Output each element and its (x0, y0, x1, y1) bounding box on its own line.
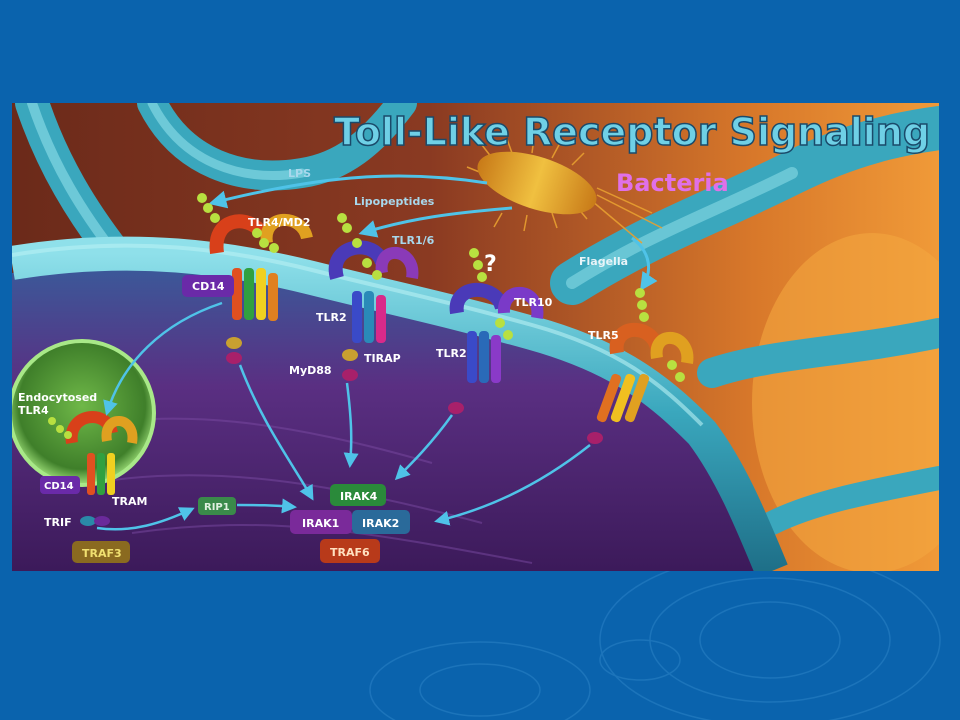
bacterium (466, 137, 663, 244)
label-traf3: TRAF3 (82, 547, 122, 560)
label-cd14-endo: CD14 (44, 481, 74, 492)
label-rip1: RIP1 (204, 502, 230, 513)
traf6-box (320, 539, 380, 563)
label-tlr5: TLR5 (588, 329, 619, 342)
ligand-lps: LPS (288, 167, 311, 180)
ligand-flagella: Flagella (579, 255, 628, 268)
signaling-boxes (40, 275, 410, 563)
traf3-box (72, 541, 130, 563)
ligand-lipopeptides: Lipopeptides (354, 195, 435, 208)
label-tlr4-md2: TLR4/MD2 (248, 216, 310, 229)
cd14-box (182, 275, 234, 297)
dendrite-tubes (15, 103, 939, 535)
label-traf6: TRAF6 (330, 546, 370, 559)
cytoplasm (12, 263, 772, 571)
signaling-arrows (96, 301, 591, 531)
receptor-tlr10-tlr2 (449, 248, 544, 383)
label-cd14: CD14 (192, 280, 225, 293)
receptor-tlr1-6-tlr2 (328, 213, 419, 343)
irak2-box (352, 510, 410, 534)
label-tlr2-b: TLR2 (436, 347, 467, 360)
label-irak4: IRAK4 (340, 490, 378, 503)
tlr-signaling-figure: Toll-Like Receptor Signaling Bacteria LP… (12, 103, 939, 571)
receptor-tlr5 (596, 288, 694, 423)
receptor-endocytosed-tlr4 (48, 411, 138, 495)
irak4-box (330, 484, 386, 506)
adaptor-blobs (80, 337, 603, 526)
label-tlr10: TLR10 (514, 296, 553, 309)
ligand-arrows (208, 174, 658, 291)
rip1-box (198, 497, 236, 515)
label-trif: TRIF (44, 516, 72, 529)
receptor-tlr4-md2 (197, 193, 313, 321)
label-tlr1-6: TLR1/6 (392, 234, 435, 247)
label-tirap: TIRAP (364, 352, 401, 365)
label-irak2: IRAK2 (362, 517, 399, 530)
bacteria-label: Bacteria (616, 169, 729, 197)
label-irak1: IRAK1 (302, 517, 339, 530)
label-myd88: MyD88 (289, 364, 332, 377)
irak1-box (290, 510, 352, 534)
ligand-unknown: ? (484, 252, 497, 277)
label-tlr2-a: TLR2 (316, 311, 347, 324)
cd14-endo-box (40, 476, 80, 494)
label-endosome-line1: Endocytosed (18, 391, 97, 404)
label-tram: TRAM (112, 495, 147, 508)
label-endosome-line2: TLR4 (18, 404, 49, 417)
figure-title: Toll-Like Receptor Signaling (334, 110, 930, 154)
